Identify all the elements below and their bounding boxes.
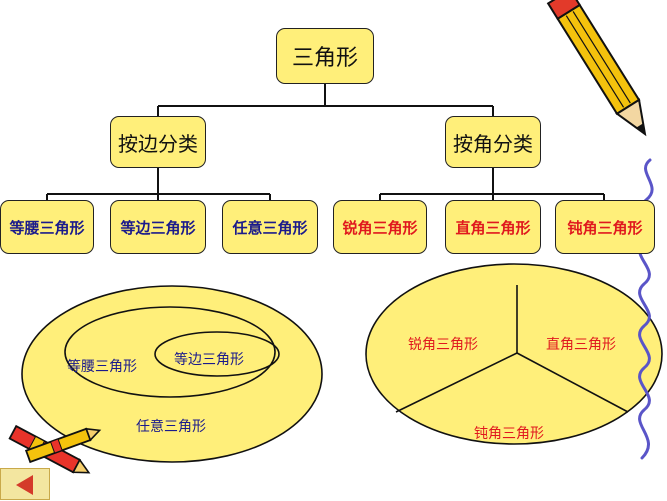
isosceles-node: 等腰三角形 <box>0 200 94 254</box>
tree-connectors <box>46 84 605 200</box>
by-side-node: 按边分类 <box>110 116 206 168</box>
obtuse-node: 钝角三角形 <box>555 200 655 254</box>
partition-acute-label: 锐角三角形 <box>408 337 478 353</box>
acute-node: 锐角三角形 <box>333 200 427 254</box>
angle-partition <box>365 263 663 445</box>
root-node: 三角形 <box>276 28 374 84</box>
prev-arrow-icon <box>16 475 33 495</box>
partition-obtuse-label: 钝角三角形 <box>474 426 544 442</box>
by-angle-node: 按角分类 <box>445 116 541 168</box>
venn-inner-ellipse <box>154 331 280 377</box>
prev-slide-button[interactable] <box>0 468 50 500</box>
crayons-icon <box>8 424 102 474</box>
pencil-icon <box>546 0 647 137</box>
side-venn <box>21 285 323 463</box>
venn-equilateral-label: 等边三角形 <box>174 352 244 368</box>
venn-isosceles-label: 等腰三角形 <box>67 359 137 375</box>
equilateral-node: 等边三角形 <box>110 200 206 254</box>
venn-middle-ellipse <box>64 306 276 398</box>
right-node: 直角三角形 <box>445 200 541 254</box>
partition-right-label: 直角三角形 <box>546 337 616 353</box>
venn-outer-ellipse <box>21 285 323 463</box>
venn-scalene-label: 任意三角形 <box>136 419 206 435</box>
scalene-node: 任意三角形 <box>222 200 318 254</box>
